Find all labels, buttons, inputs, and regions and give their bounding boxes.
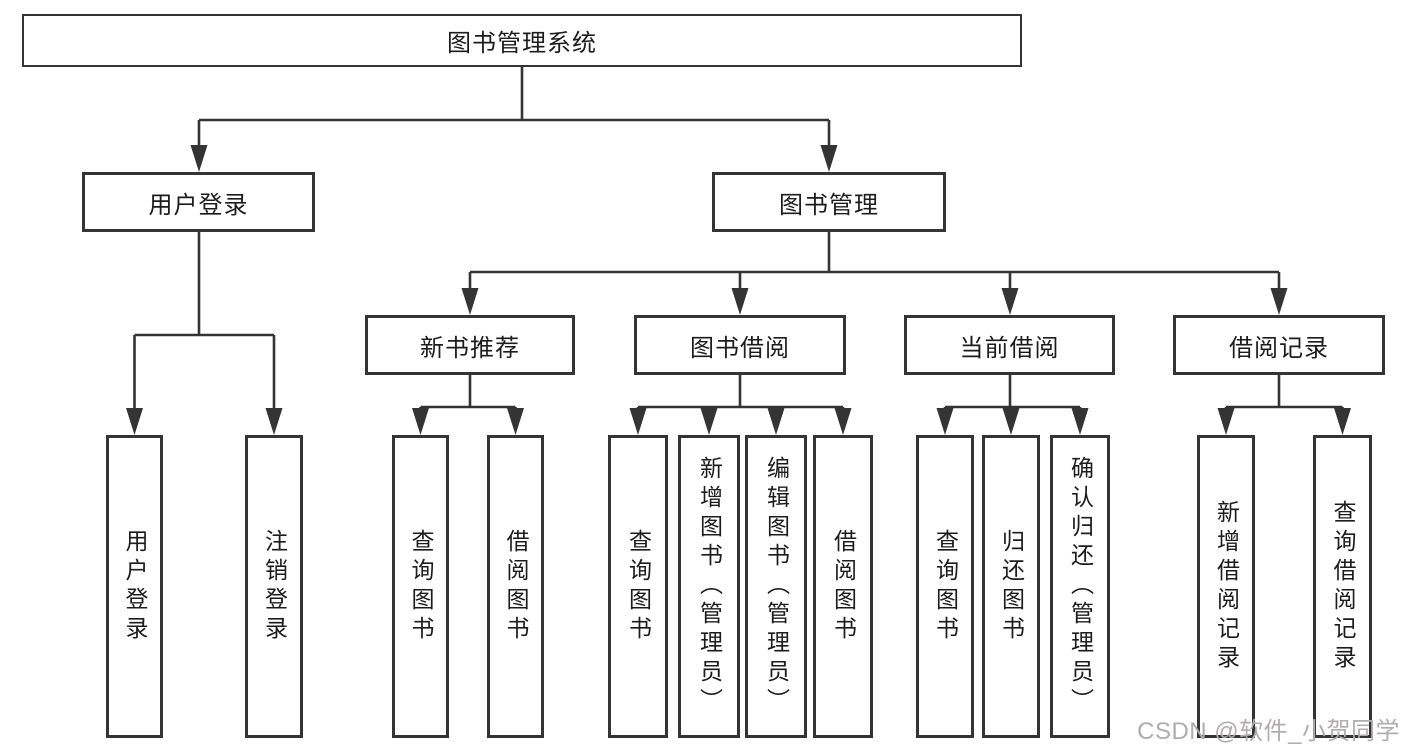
leaf-return-books: 归还图书 xyxy=(982,435,1040,738)
leaf-add-books-admin: 新增图书（管理员） xyxy=(678,435,740,738)
csdn-watermark: CSDN @软件_小贺同学 xyxy=(1137,718,1400,745)
leaf-user-login: 用户登录 xyxy=(106,435,163,738)
leaf-query-borrow-record: 查询借阅记录 xyxy=(1313,435,1372,738)
node-borrowing-records: 借阅记录 xyxy=(1173,315,1385,375)
leaf-query-books-2: 查询图书 xyxy=(608,435,668,738)
leaf-query-books-1: 查询图书 xyxy=(392,435,449,738)
node-new-book-recommendation: 新书推荐 xyxy=(365,315,575,375)
node-library-management-system: 图书管理系统 xyxy=(22,14,1022,67)
leaf-logout: 注销登录 xyxy=(245,435,303,738)
node-user-login: 用户登录 xyxy=(82,172,315,232)
node-current-borrowing: 当前借阅 xyxy=(904,315,1115,375)
leaf-borrow-books-2: 借阅图书 xyxy=(813,435,873,738)
leaf-confirm-return-admin: 确认归还（管理员） xyxy=(1050,435,1110,738)
leaf-query-books-3: 查询图书 xyxy=(916,435,974,738)
leaf-add-borrow-record: 新增借阅记录 xyxy=(1197,435,1255,738)
leaf-edit-books-admin: 编辑图书（管理员） xyxy=(745,435,807,738)
node-book-management: 图书管理 xyxy=(712,172,946,232)
leaf-borrow-books-1: 借阅图书 xyxy=(487,435,544,738)
node-book-borrowing: 图书借阅 xyxy=(634,315,846,375)
